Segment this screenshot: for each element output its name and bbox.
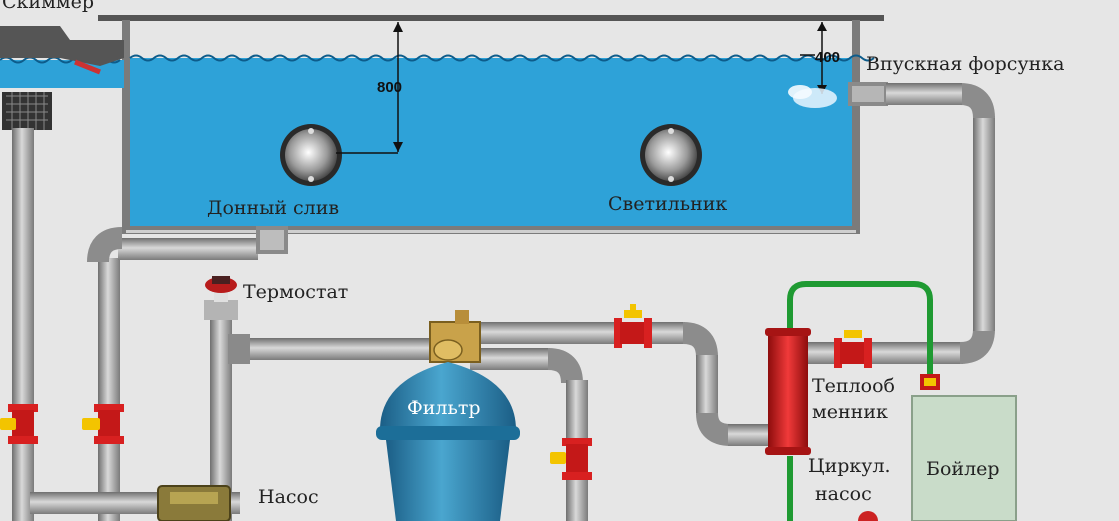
heating-loop	[787, 281, 933, 521]
nozzle-depth-value: 400	[815, 49, 840, 66]
boiler-label: Бойлер	[926, 458, 1000, 480]
heat-exchanger-label-1: Теплооб	[812, 375, 895, 397]
light-label: Светильник	[608, 193, 727, 215]
circ-pump-label-1: Циркул.	[808, 455, 891, 477]
valve-boiler	[920, 374, 940, 390]
pool-water	[130, 58, 852, 226]
valve-drain-line	[82, 404, 124, 444]
valve-return-line	[834, 330, 872, 368]
skimmer-basket-mesh	[6, 92, 48, 130]
pool-wall-right	[852, 20, 860, 232]
thermostat-label: Термостат	[243, 281, 348, 303]
light-fixture	[640, 124, 702, 186]
pump	[157, 485, 231, 521]
water-surface-waves	[129, 54, 875, 62]
heat-exchanger-label-2: менник	[812, 401, 888, 423]
filter-label: Фильтр	[407, 397, 481, 419]
pump-label: Насос	[258, 486, 319, 508]
boiler	[911, 395, 1017, 521]
pool-wall-left	[122, 20, 130, 230]
filter	[376, 310, 520, 521]
heat-exchanger	[765, 328, 811, 455]
inlet-nozzle-label: Впускная форсунка	[866, 53, 1065, 75]
bottom-drain-label: Донный слив	[207, 197, 339, 219]
bottom-drain-lamp	[280, 124, 342, 186]
pool	[98, 15, 884, 234]
pool-rim	[98, 15, 884, 21]
pool-floor-light	[126, 230, 856, 233]
thermostat	[204, 276, 238, 320]
valve-skimmer-line	[0, 404, 38, 444]
valve-main-line	[614, 304, 652, 348]
circ-pump-label-2: насос	[815, 483, 872, 505]
skimmer-label: Скиммер	[2, 0, 94, 13]
circ-pump-icon	[858, 511, 878, 521]
inlet-nozzle	[788, 82, 888, 108]
valve-filter-outlet	[550, 438, 592, 480]
skimmer	[0, 26, 124, 130]
depth-dimension	[336, 22, 403, 154]
depth-value: 800	[377, 79, 402, 96]
skimmer-body	[0, 26, 124, 66]
skimmer-flap	[74, 59, 101, 75]
